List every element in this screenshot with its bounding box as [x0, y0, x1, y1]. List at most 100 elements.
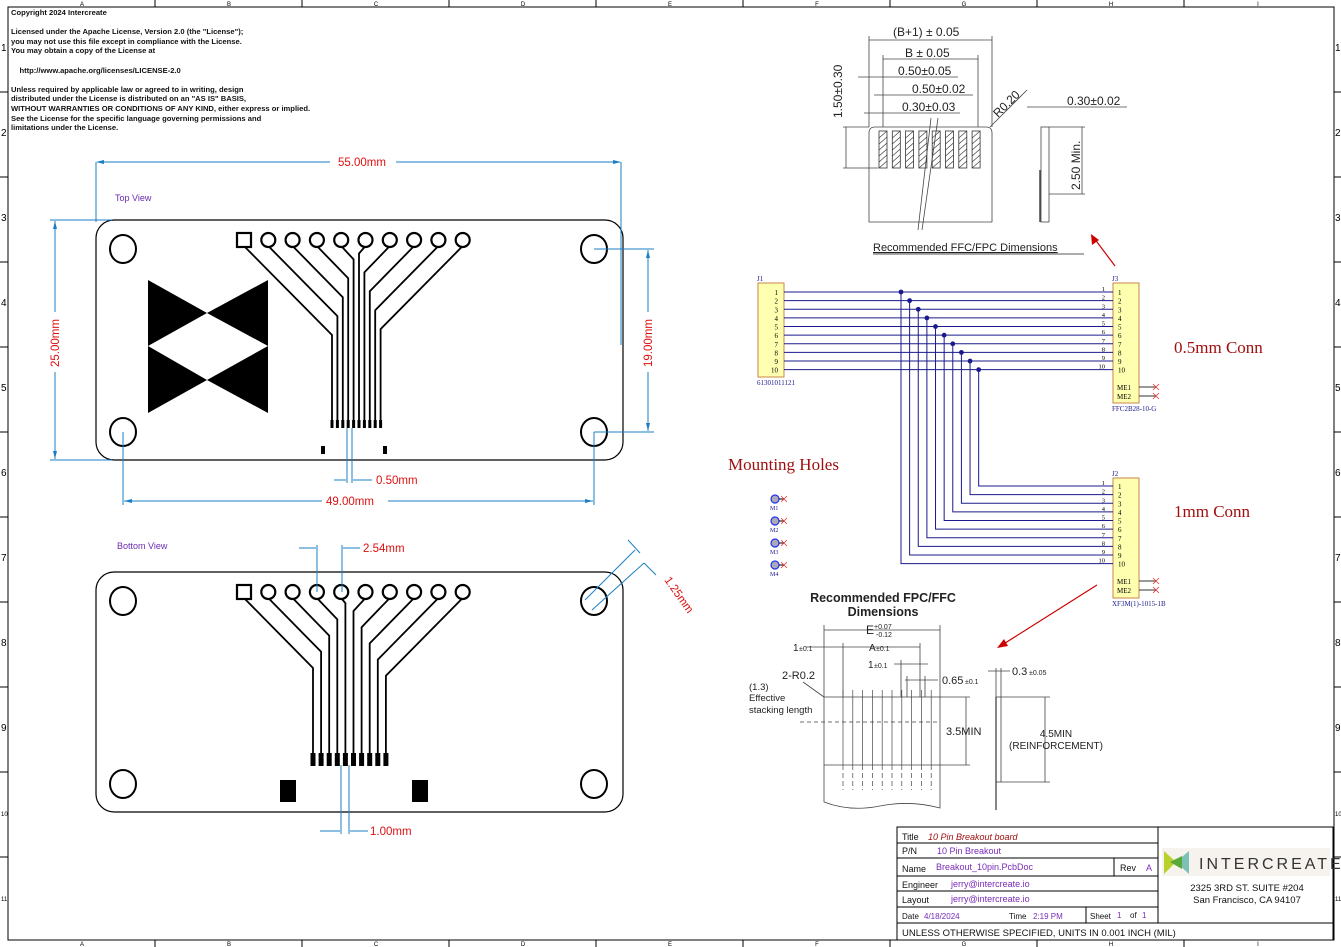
fpc-pad: [341, 420, 345, 428]
hatch-line: [932, 130, 941, 139]
pin-number: 3: [1102, 303, 1105, 310]
fpc-dim-1a-tol: ±0.1: [799, 646, 813, 653]
dim-pad-pitch-label: 1.00mm: [370, 826, 412, 838]
hatch-line: [878, 142, 888, 151]
zone-column-label: C: [374, 942, 379, 947]
license-line: [11, 75, 310, 85]
fpc-pad: [352, 420, 356, 428]
dim-corner-label: 1.25mm: [662, 575, 696, 616]
pin-number: 9: [775, 358, 779, 366]
rev-value: A: [1146, 863, 1152, 873]
hatch-line: [878, 148, 888, 157]
pin-number: 1: [1102, 286, 1105, 293]
fpc-dim-e: E: [866, 623, 874, 637]
bottom-header-pads: [235, 583, 471, 766]
net-wire: [917, 309, 1113, 547]
mechanical-pad: [280, 780, 296, 802]
dim-pad-pitch: 1.00mm: [320, 765, 412, 838]
top-header-pads: [235, 231, 471, 428]
hatch-line: [905, 160, 914, 169]
trace: [316, 245, 350, 420]
header-pad: [430, 231, 447, 249]
ffc-dim-label: 0.50±0.02: [912, 82, 966, 96]
zone-column-label: D: [521, 942, 526, 947]
pin-name: ME1: [1117, 384, 1132, 392]
pin-number: 6: [1102, 523, 1106, 530]
date-value: 4/18/2024: [924, 912, 960, 921]
fpc-title-line2: Dimensions: [848, 605, 919, 619]
pin-number: 10: [771, 367, 779, 375]
pin-name: ME2: [1117, 587, 1132, 595]
fiducial-pad: [321, 446, 325, 454]
ffc-contact: [971, 130, 981, 169]
no-connect-icon: [780, 539, 788, 547]
hatch-line: [905, 154, 914, 163]
zone-row-label: 1: [1, 43, 7, 54]
fpc-stack-1: (1.3): [749, 682, 769, 693]
hatch-line: [905, 136, 914, 145]
fpc-pad: [326, 753, 332, 766]
pin-number: 8: [775, 349, 779, 357]
license-line: http://www.apache.org/licenses/LICENSE-2…: [11, 65, 181, 75]
license-line: WITHOUT WARRANTIES OR CONDITIONS OF ANY …: [11, 103, 311, 113]
fpc-pad: [334, 753, 340, 766]
pin-name: 5: [1118, 324, 1122, 332]
fpc-dim-03: 0.3: [1012, 666, 1027, 678]
address-line1: 2325 3RD ST. SUITE #204: [1190, 883, 1304, 894]
pin-number: 1: [775, 289, 779, 297]
mounting-hole-symbol: [770, 538, 780, 548]
pin-number: 2: [1102, 489, 1105, 496]
pin-name: 6: [1118, 332, 1122, 340]
pin-number: 5: [1102, 321, 1105, 328]
pin-number: 10: [1099, 364, 1106, 371]
mounting-holes-label: Mounting Holes: [728, 455, 839, 474]
zone-row-label: 8: [1, 638, 7, 649]
pin-number: 7: [775, 341, 779, 349]
pin-number: 4: [775, 315, 779, 323]
hatch-line: [905, 142, 914, 151]
header-pad: [454, 231, 471, 249]
units-note: UNLESS OTHERWISE SPECIFIED, UNITS IN 0.0…: [902, 928, 1176, 939]
zone-row-label: 5: [1335, 383, 1341, 394]
fpc-dim-065: 0.65: [942, 675, 963, 687]
fpc-pad: [359, 753, 365, 766]
pin-number: 8: [1102, 346, 1105, 353]
zone-column-label: A: [80, 942, 84, 947]
fpc-pad: [373, 420, 377, 428]
pn-value: 10 Pin Breakout: [937, 846, 1002, 856]
zone-column-label: H: [1109, 942, 1113, 947]
hatch-line: [892, 142, 901, 151]
top-board-outline: [95, 219, 624, 461]
dim-pitch: 0.50mm: [334, 428, 418, 487]
dim-width-label: 55.00mm: [338, 157, 386, 169]
net-wire: [935, 326, 1113, 530]
pin-name: 7: [1118, 535, 1122, 543]
zone-row-label: 3: [1335, 213, 1341, 224]
hatch-line: [971, 148, 981, 157]
layout-label: Layout: [902, 895, 930, 905]
hatch-line: [878, 130, 888, 139]
fpc-pad: [357, 420, 361, 428]
fpc-dim-1a: 1: [793, 643, 799, 654]
pin-number: 7: [1102, 532, 1106, 539]
license-line: Licensed under the Apache License, Versi…: [11, 27, 244, 37]
zone-row-label: 4: [1, 298, 7, 309]
fpc-dim-45: 4.5MIN: [1040, 729, 1072, 740]
no-connect-icon: [780, 517, 788, 525]
license-line: limitations under the License.: [11, 123, 119, 133]
zone-row-label: 10: [1, 812, 8, 818]
fpc-pad: [383, 753, 389, 766]
hatch-line: [892, 136, 901, 145]
connector-ref: J1: [757, 275, 764, 283]
fpc-dim-e-minus: -0.12: [876, 632, 892, 639]
license-line: Copyright 2024 Intercreate: [11, 8, 107, 17]
pin-number: 4: [1102, 312, 1106, 319]
trace: [379, 245, 464, 420]
hatch-line: [958, 130, 967, 139]
zone-column-label: I: [1257, 942, 1259, 947]
pin-number: 9: [1102, 549, 1105, 556]
fpc-dim-a-tol: ±0.1: [876, 646, 890, 653]
dim-hole-horizontal-label: 49.00mm: [326, 496, 374, 508]
mounting-hole: [109, 769, 137, 799]
net-wire: [900, 292, 1113, 565]
